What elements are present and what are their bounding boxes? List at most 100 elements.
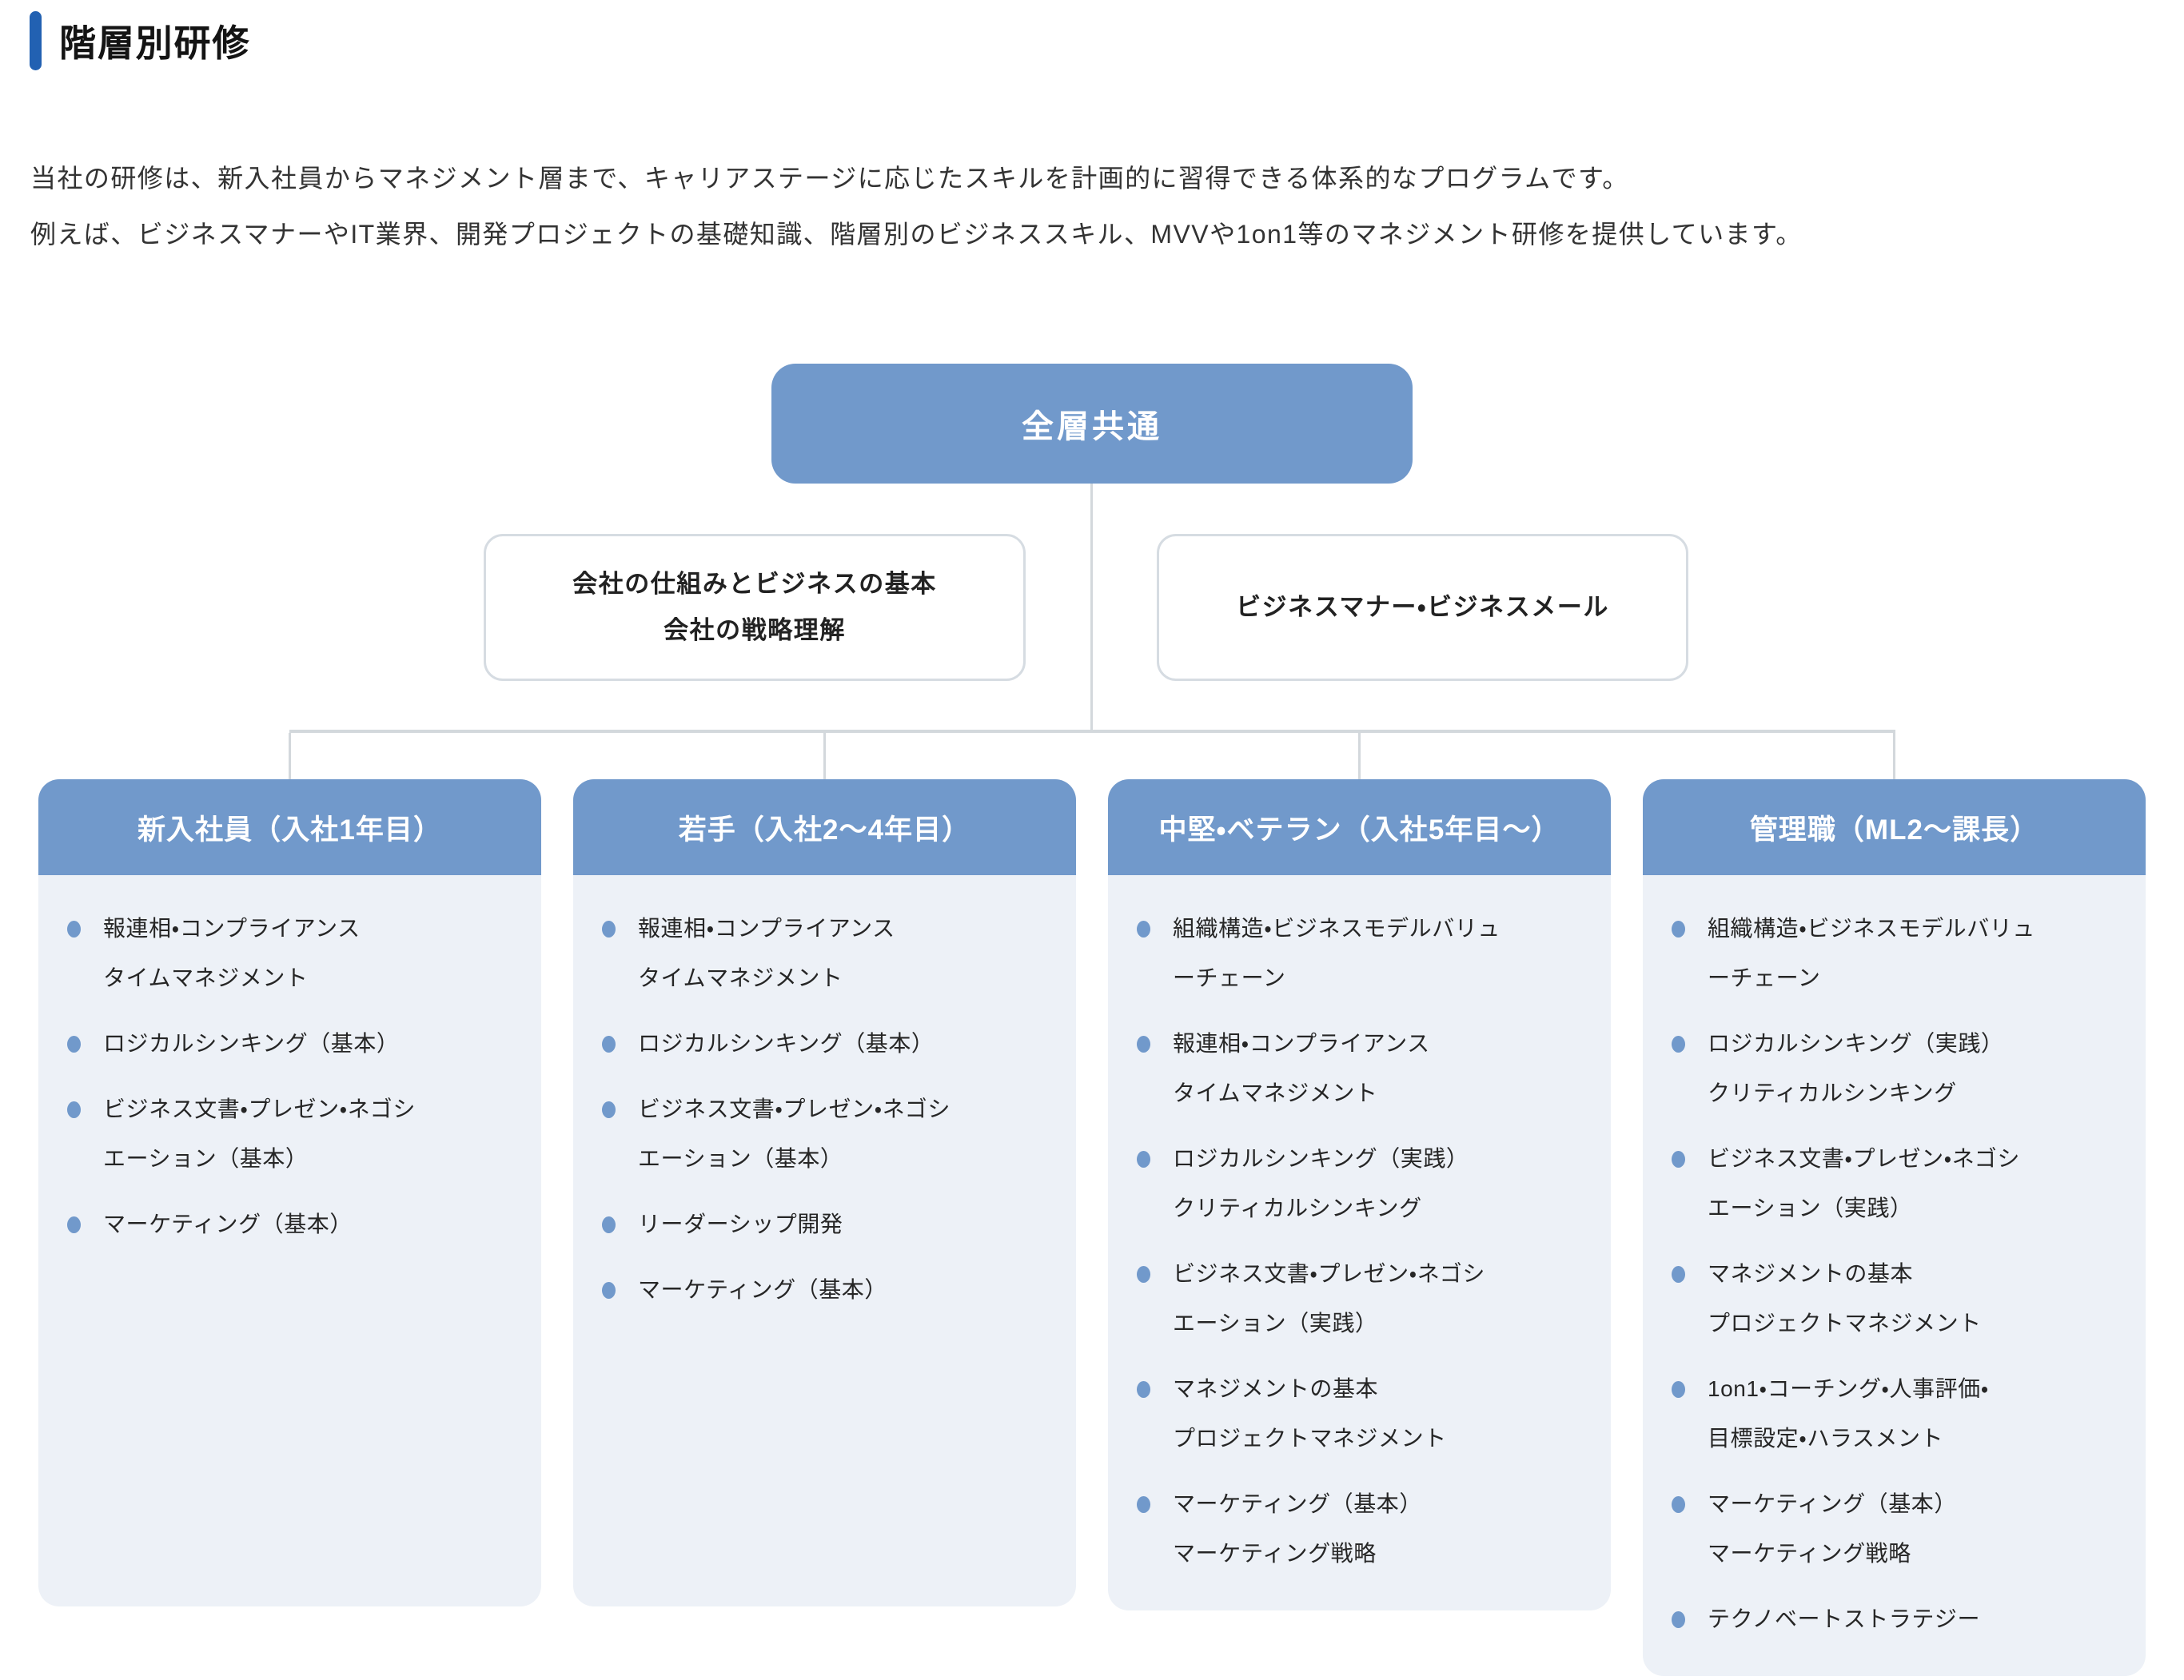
course-name-line: マネジメントの基本 (1173, 1376, 1379, 1401)
column-header: 中堅・ベテラン（入社5年目〜） (1108, 779, 1611, 875)
list-item: マーケティング（基本）マーケティング戦略 (1137, 1479, 1590, 1578)
bullet-icon (67, 1036, 81, 1053)
connector-drop-3 (1358, 733, 1361, 779)
course-name-line: ーチェーン (1173, 965, 1286, 990)
intro-line-1: 当社の研修は、新入社員からマネジメント層まで、キャリアステージに応じたスキルを計… (30, 164, 1629, 193)
bullet-icon (67, 1101, 81, 1118)
list-item: マーケティング（基本）マーケティング戦略 (1672, 1479, 2125, 1578)
list-item: ビジネス文書・プレゼン・ネゴシエーション（実践） (1672, 1134, 2125, 1233)
intro-paragraph: 当社の研修は、新入社員からマネジメント層まで、キャリアステージに応じたスキルを計… (30, 150, 2157, 262)
course-name-line: エーション（基本） (103, 1146, 309, 1171)
course-name: 報連相・コンプライアンスタイムマネジメント (103, 904, 361, 1003)
course-name-line: 報連相・コンプライアンス (103, 916, 361, 941)
section-heading: 階層別研修 (30, 11, 250, 70)
course-name-line: リーダーシップ開発 (638, 1212, 843, 1236)
connector-drop-4 (1893, 733, 1895, 779)
course-name-line: タイムマネジメント (1173, 1081, 1378, 1105)
course-name-line: マーケティング戦略 (1173, 1541, 1377, 1566)
course-name-line: エーション（実践） (1173, 1311, 1378, 1336)
course-name-line: ビジネス文書・プレゼン・ネゴシ (638, 1097, 951, 1121)
course-name: ロジカルシンキング（実践）クリティカルシンキング (1708, 1019, 2003, 1118)
bullet-icon (1672, 1151, 1685, 1168)
list-item: ロジカルシンキング（基本） (602, 1019, 1055, 1069)
bullet-icon (1672, 1036, 1685, 1053)
course-name: ロジカルシンキング（実践） クリティカルシンキング (1173, 1134, 1469, 1233)
column-body: 報連相・コンプライアンスタイムマネジメントロジカルシンキング（基本） ビジネス文書… (38, 875, 541, 1606)
bullet-icon (1137, 1496, 1150, 1513)
course-list: 報連相・コンプライアンスタイムマネジメントロジカルシンキング（基本） ビジネス文書… (602, 904, 1055, 1315)
training-column-3: 中堅・ベテラン（入社5年目〜）組織構造・ビジネスモデルバリューチェーン報連相・コ… (1108, 779, 1611, 1610)
common-box-business-manner: ビジネスマナー・ビジネスメール (1157, 534, 1688, 681)
list-item: ビジネス文書・プレゼン・ネゴシエーション（基本） (602, 1085, 1055, 1184)
course-name: ビジネス文書・プレゼン・ネゴシエーション（実践） (1708, 1134, 2020, 1233)
list-item: テクノベートストラテジー (1672, 1594, 2125, 1644)
bullet-icon (1137, 1381, 1150, 1398)
course-name-line: タイムマネジメント (103, 965, 309, 990)
connector-drop-2 (823, 733, 826, 779)
column-body: 組織構造・ビジネスモデルバリューチェーンロジカルシンキング（実践）クリティカルシ… (1643, 875, 2146, 1676)
course-name-line: 報連相・コンプライアンス (638, 916, 895, 941)
course-name-line: マーケティング戦略 (1708, 1541, 1911, 1566)
course-name-line: 1on1・コーチング・人事評価・ (1708, 1376, 1989, 1401)
list-item: 報連相・コンプライアンスタイムマネジメント (1137, 1019, 1590, 1118)
course-name: 組織構造・ビジネスモデルバリューチェーン (1708, 904, 2035, 1003)
list-item: 組織構造・ビジネスモデルバリューチェーン (1137, 904, 1590, 1003)
list-item: ロジカルシンキング（実践） クリティカルシンキング (1137, 1134, 1590, 1233)
course-name-line: ビジネス文書・プレゼン・ネゴシ (1708, 1146, 2020, 1171)
course-name: マーケティング（基本）マーケティング戦略 (1173, 1479, 1422, 1578)
course-name-line: 目標設定・ハラスメント (1708, 1426, 1944, 1451)
course-name-line: 報連相・コンプライアンス (1173, 1031, 1430, 1056)
intro-line-2: 例えば、ビジネスマナーやIT業界、開発プロジェクトの基礎知識、階層別のビジネスス… (30, 220, 1803, 249)
course-name-line: プロジェクトマネジメント (1708, 1311, 1982, 1336)
list-item: マーケティング（基本） (602, 1265, 1055, 1315)
bullet-icon (602, 1101, 616, 1118)
page-title: 階層別研修 (59, 22, 251, 64)
course-name: 報連相・コンプライアンスタイムマネジメント (1173, 1019, 1430, 1118)
course-name: ロジカルシンキング（基本） (103, 1019, 399, 1069)
course-name: 報連相・コンプライアンスタイムマネジメント (638, 904, 895, 1003)
course-name-line: 組織構造・ビジネスモデルバリュ (1708, 916, 2035, 941)
course-list: 報連相・コンプライアンスタイムマネジメントロジカルシンキング（基本） ビジネス文書… (67, 904, 520, 1249)
column-header: 管理職（ML2〜課長） (1643, 779, 2146, 875)
bullet-icon (67, 921, 81, 938)
list-item: 1on1・コーチング・人事評価・目標設定・ハラスメント (1672, 1364, 2125, 1463)
level-columns: 新入社員（入社1年目）報連相・コンプライアンスタイムマネジメントロジカルシンキン… (38, 779, 2146, 1676)
bullet-icon (602, 1282, 616, 1299)
course-name-line: プロジェクトマネジメント (1173, 1426, 1447, 1451)
course-name-line: タイムマネジメント (638, 965, 843, 990)
course-name-line: ロジカルシンキング（基本） (103, 1031, 400, 1056)
course-name-line: エーション（実践） (1708, 1196, 1913, 1220)
course-name-line: ロジカルシンキング（実践） (1708, 1031, 2004, 1056)
course-name-line: 組織構造・ビジネスモデルバリュ (1173, 916, 1501, 941)
connector-drop-1 (289, 733, 291, 779)
bullet-icon (1137, 921, 1150, 938)
course-name: マーケティング（基本） (638, 1265, 887, 1315)
course-name: テクノベートストラテジー (1708, 1594, 1980, 1644)
list-item: ビジネス文書・プレゼン・ネゴシエーション（実践） (1137, 1249, 1590, 1348)
common-box-line: 会社の戦略理解 (664, 616, 846, 644)
course-name: リーダーシップ開発 (638, 1200, 843, 1249)
course-name: ビジネス文書・プレゼン・ネゴシエーション（基本） (103, 1085, 416, 1184)
list-item: ロジカルシンキング（基本） (67, 1019, 520, 1069)
course-name-line: ロジカルシンキング（基本） (638, 1031, 935, 1056)
bullet-icon (67, 1216, 81, 1233)
column-body: 報連相・コンプライアンスタイムマネジメントロジカルシンキング（基本） ビジネス文書… (573, 875, 1076, 1606)
training-column-4: 管理職（ML2〜課長）組織構造・ビジネスモデルバリューチェーンロジカルシンキング… (1643, 779, 2146, 1676)
course-name-line: クリティカルシンキング (1173, 1196, 1422, 1220)
course-name-line: テクノベートストラテジー (1708, 1606, 1981, 1631)
course-name-line: ロジカルシンキング（実践） (1173, 1146, 1469, 1171)
heading-accent-bar (30, 11, 42, 70)
bullet-icon (1672, 1611, 1685, 1628)
list-item: 報連相・コンプライアンスタイムマネジメント (67, 904, 520, 1003)
course-name-line: ーチェーン (1708, 965, 1821, 990)
course-name: 組織構造・ビジネスモデルバリューチェーン (1173, 904, 1501, 1003)
bullet-icon (1137, 1036, 1150, 1053)
list-item: 組織構造・ビジネスモデルバリューチェーン (1672, 904, 2125, 1003)
course-name: ビジネス文書・プレゼン・ネゴシエーション（基本） (638, 1085, 951, 1184)
bullet-icon (1672, 1381, 1685, 1398)
course-name: 1on1・コーチング・人事評価・目標設定・ハラスメント (1708, 1364, 1989, 1463)
bullet-icon (1672, 921, 1685, 938)
course-name: マネジメントの基本プロジェクトマネジメント (1173, 1364, 1447, 1463)
